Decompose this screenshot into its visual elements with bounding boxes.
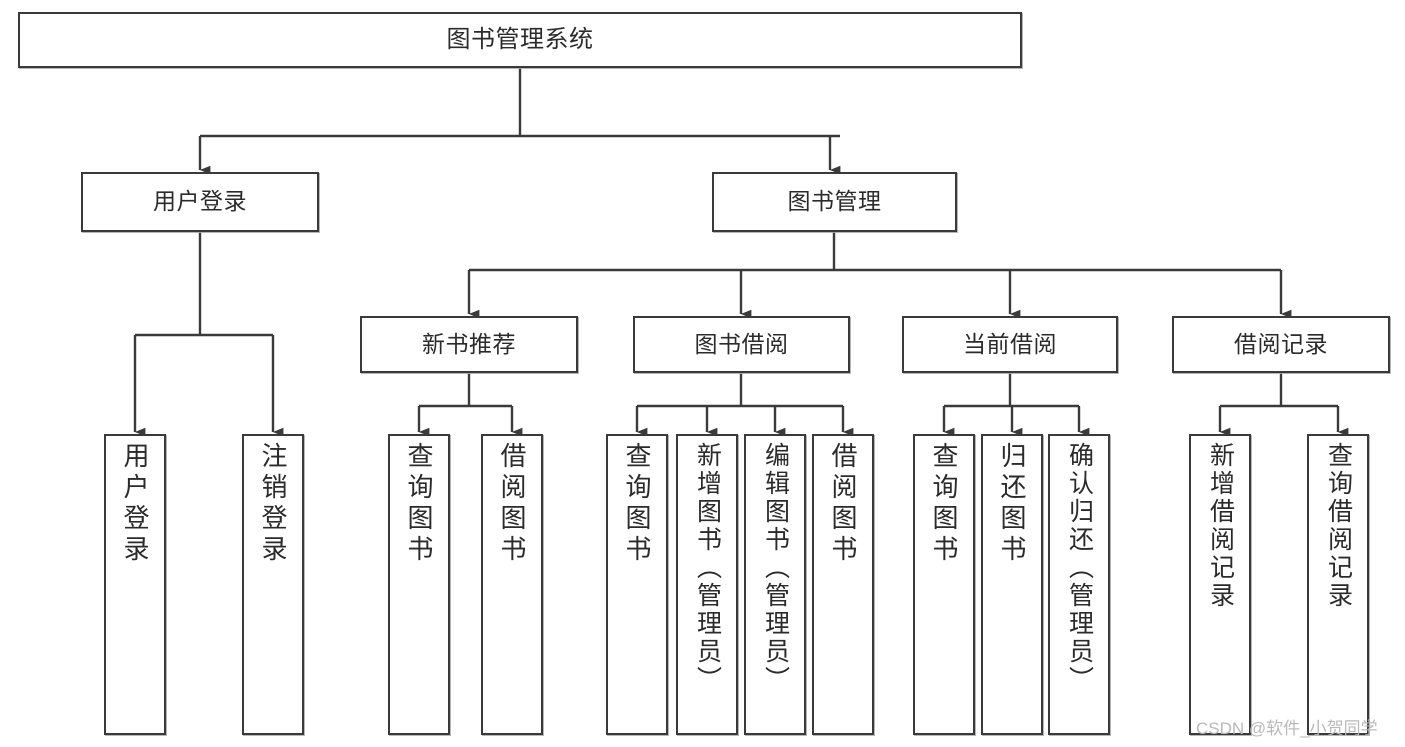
node-label: 借阅图书 <box>497 442 527 566</box>
node-label: 图书管理系统 <box>446 25 594 53</box>
leaf-borrow-book[interactable]: 借阅图书 <box>812 434 874 735</box>
leaf-confirm-return-admin[interactable]: 确认归还（管理员） <box>1048 434 1110 735</box>
leaf-query-book-recommend[interactable]: 查询图书 <box>388 434 450 735</box>
node-label: 新书推荐 <box>422 330 516 357</box>
leaf-add-borrow-record[interactable]: 新增借阅记录 <box>1189 434 1251 735</box>
node-borrow-records[interactable]: 借阅记录 <box>1172 316 1390 373</box>
node-label: 借阅记录 <box>1234 330 1328 357</box>
node-user-login[interactable]: 用户登录 <box>81 172 319 232</box>
node-label: 借阅图书 <box>828 442 858 566</box>
node-label: 编辑图书（管理员） <box>761 442 790 694</box>
node-new-book-recommend[interactable]: 新书推荐 <box>360 316 578 373</box>
node-current-borrow[interactable]: 当前借阅 <box>902 316 1118 373</box>
node-label: 当前借阅 <box>963 330 1057 357</box>
leaf-logout[interactable]: 注销登录 <box>242 434 304 735</box>
node-label: 查询图书 <box>929 442 959 566</box>
node-label: 新增借阅记录 <box>1206 442 1235 610</box>
node-book-management[interactable]: 图书管理 <box>712 172 957 232</box>
node-root-system[interactable]: 图书管理系统 <box>18 12 1022 68</box>
node-label: 查询图书 <box>622 442 652 566</box>
node-label: 注销登录 <box>258 442 288 566</box>
leaf-query-borrow-record[interactable]: 查询借阅记录 <box>1307 434 1369 735</box>
node-label: 查询借阅记录 <box>1324 442 1353 610</box>
leaf-query-book-current[interactable]: 查询图书 <box>913 434 975 735</box>
node-label: 用户登录 <box>153 188 247 215</box>
node-label: 查询图书 <box>404 442 434 566</box>
leaf-query-book[interactable]: 查询图书 <box>606 434 668 735</box>
node-book-borrow[interactable]: 图书借阅 <box>633 316 850 373</box>
node-label: 用户登录 <box>120 442 150 566</box>
node-label: 图书管理 <box>787 188 882 215</box>
watermark-text: CSDN @软件_小贺同学 <box>1196 719 1378 738</box>
leaf-return-book[interactable]: 归还图书 <box>981 434 1043 735</box>
node-label: 归还图书 <box>997 442 1027 566</box>
leaf-user-login[interactable]: 用户登录 <box>104 434 166 735</box>
node-label: 确认归还（管理员） <box>1065 442 1094 694</box>
leaf-borrow-book-recommend[interactable]: 借阅图书 <box>481 434 543 735</box>
node-label: 图书借阅 <box>694 330 789 357</box>
leaf-add-book-admin[interactable]: 新增图书（管理员） <box>676 434 738 735</box>
node-label: 新增图书（管理员） <box>693 442 722 694</box>
leaf-edit-book-admin[interactable]: 编辑图书（管理员） <box>744 434 806 735</box>
